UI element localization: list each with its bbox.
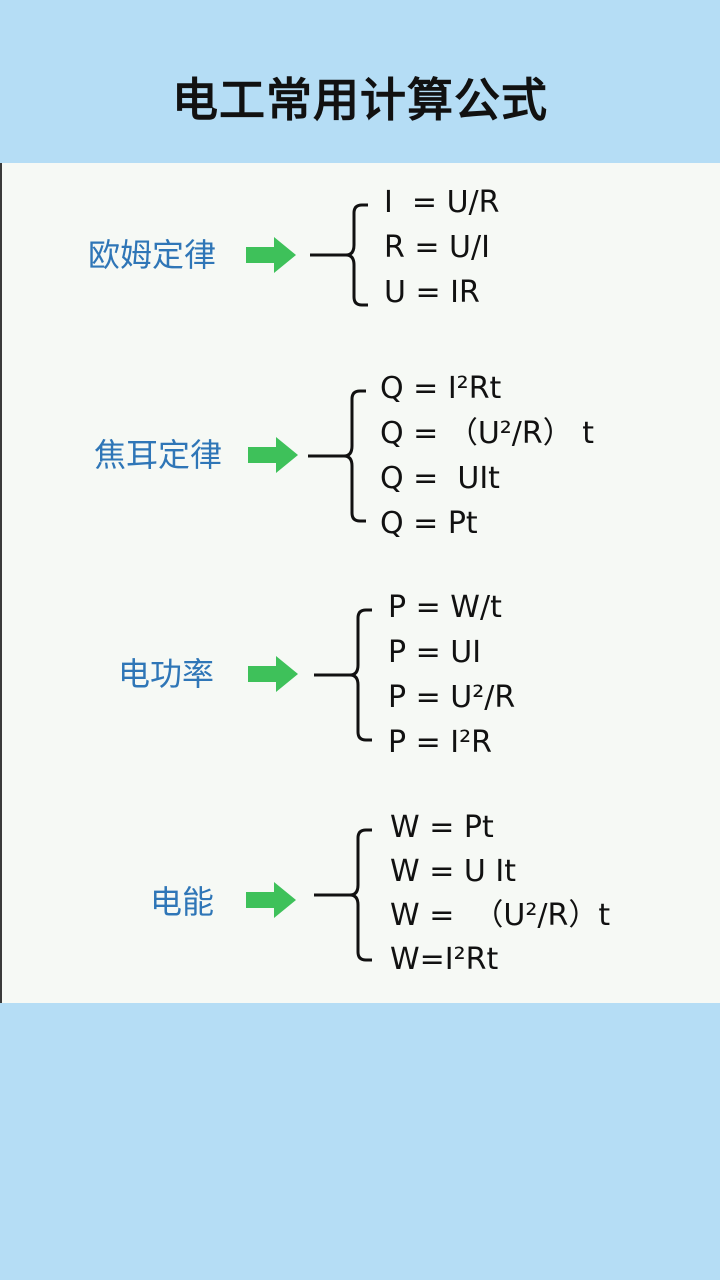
curly-brace-icon [314,828,372,962]
formula-line: W = Pt [390,810,494,845]
formula-panel: 欧姆定律 I = U/R R = U/I U = IR 焦耳定律 Q = I²R… [0,163,720,1003]
formula-line: R = U/I [384,230,490,265]
formula-line: P = I²R [388,725,493,760]
group-label: 电功率 [117,655,214,693]
arrow-right-icon [246,237,296,273]
formula-line: W = （U²/R）t [390,898,611,933]
formula-line: W = U It [390,854,516,889]
formula-line: Q = I²Rt [380,371,502,406]
group-label: 电能 [149,883,214,921]
arrow-right-icon [248,656,298,692]
arrow-right-icon [246,882,296,918]
formula-line: P = U²/R [388,680,516,715]
page-title: 电工常用计算公式 [172,73,548,127]
formula-line: Q = （U²/R） t [380,416,595,451]
formula-line: W=I²Rt [390,942,499,977]
curly-brace-icon [308,389,366,523]
formula-line: I = U/R [384,185,500,220]
formula-line: U = IR [384,275,480,310]
group-label: 欧姆定律 [87,236,216,274]
curly-brace-icon [314,608,372,742]
group-label: 焦耳定律 [93,436,222,474]
formula-line: Q = Pt [380,506,478,541]
formula-line: Q = UIt [380,461,500,496]
formula-line: P = UI [388,635,482,670]
curly-brace-icon [310,203,368,307]
arrow-right-icon [248,437,298,473]
formula-line: P = W/t [388,590,502,625]
